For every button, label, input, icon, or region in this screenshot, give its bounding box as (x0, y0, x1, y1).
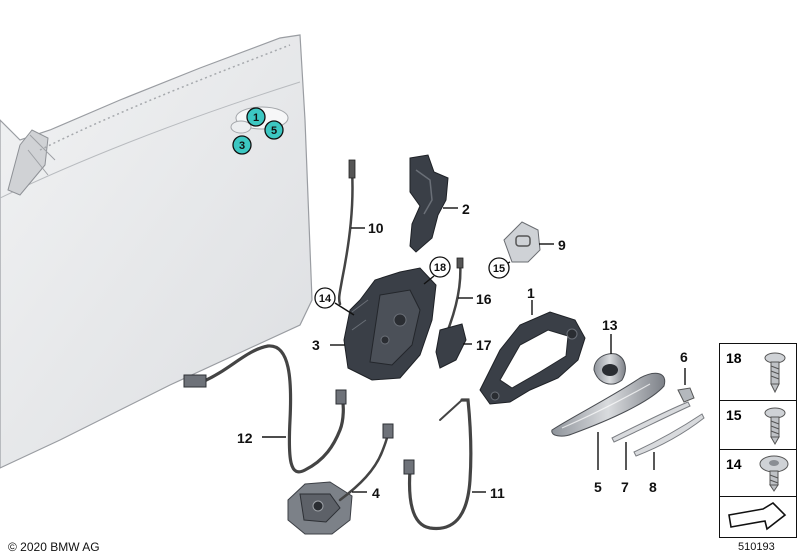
svg-text:1: 1 (253, 112, 259, 124)
callout-4[interactable]: 4 (372, 485, 380, 501)
callout-14-circled[interactable]: 14 (314, 287, 336, 309)
svg-text:14: 14 (319, 293, 332, 305)
orientation-box (719, 496, 797, 538)
part-4-actuator (287, 423, 394, 535)
part-5-door-handle (551, 372, 666, 437)
callout-16[interactable]: 16 (476, 291, 492, 307)
screw-icon (764, 352, 786, 394)
side-item-15-number: 15 (726, 407, 742, 423)
callout-6[interactable]: 6 (680, 349, 688, 365)
door-callout-3[interactable]: 3 (232, 135, 252, 155)
part-17-bracket (435, 323, 467, 369)
part-9-striker (503, 221, 541, 263)
screw-icon (764, 407, 786, 446)
part-8-trim-strip (633, 413, 705, 457)
door-callout-1[interactable]: 1 (246, 107, 266, 127)
callout-13[interactable]: 13 (602, 317, 618, 333)
svg-text:15: 15 (493, 263, 505, 275)
svg-text:3: 3 (239, 140, 245, 152)
part-3-lock (343, 267, 437, 381)
part-7-trim-strip (611, 401, 691, 443)
callout-11[interactable]: 11 (490, 485, 505, 501)
copyright-text: © 2020 BMW AG (8, 540, 100, 554)
arrow-icon (728, 501, 787, 531)
door-panel (0, 34, 313, 469)
diagram-id: 510193 (738, 541, 775, 553)
part-1-handle-carrier (479, 311, 586, 405)
callout-9[interactable]: 9 (558, 237, 566, 253)
side-item-14-number: 14 (726, 456, 742, 472)
callout-1[interactable]: 1 (527, 285, 535, 301)
part-10-rod (337, 159, 356, 306)
callout-18-circled[interactable]: 18 (429, 256, 451, 278)
door-callout-5[interactable]: 5 (264, 120, 284, 140)
screw-icon (759, 455, 789, 492)
part-12-cable (183, 344, 347, 474)
callout-3[interactable]: 3 (312, 337, 320, 353)
part-11-cable (403, 398, 473, 531)
callout-17[interactable]: 17 (476, 337, 492, 353)
callout-12[interactable]: 12 (237, 430, 253, 446)
callout-8[interactable]: 8 (649, 479, 657, 495)
side-item-18[interactable]: 18 (719, 343, 797, 401)
callout-7[interactable]: 7 (621, 479, 629, 495)
part-13-lock-cylinder (593, 353, 626, 385)
svg-text:18: 18 (434, 262, 446, 274)
part-2-bracket (409, 154, 449, 253)
side-item-15[interactable]: 15 (719, 400, 797, 450)
side-item-18-number: 18 (726, 350, 742, 366)
callout-5[interactable]: 5 (594, 479, 602, 495)
callout-15-circled[interactable]: 15 (488, 257, 510, 279)
callout-2[interactable]: 2 (462, 201, 470, 217)
callout-10[interactable]: 10 (368, 220, 384, 236)
svg-text:5: 5 (271, 125, 277, 137)
side-item-14[interactable]: 14 (719, 449, 797, 497)
part-6-cap (677, 387, 695, 403)
